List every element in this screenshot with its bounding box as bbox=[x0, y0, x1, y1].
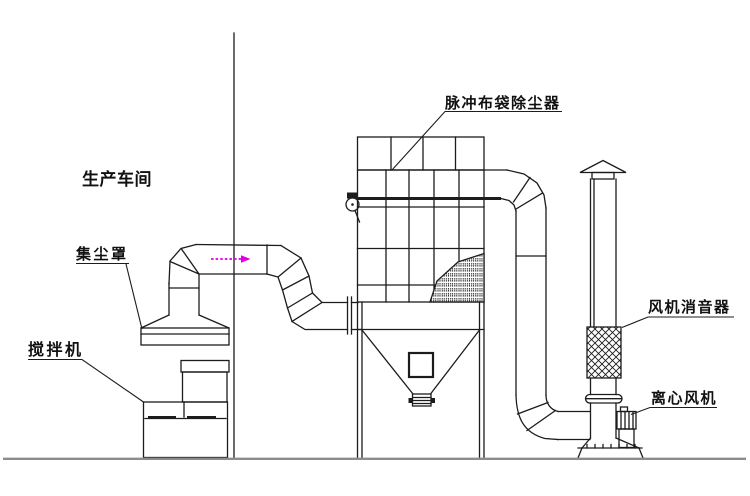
mixer-label: 搅拌机 bbox=[28, 340, 84, 359]
hopper-access-door bbox=[407, 351, 435, 379]
airflow-arrow bbox=[211, 255, 251, 263]
label-leader-lines bbox=[28, 110, 734, 416]
outlet-duct-drawing bbox=[483, 169, 591, 441]
stack-drawing bbox=[577, 159, 644, 459]
centrifugal-fan bbox=[616, 406, 637, 449]
pulse-valve bbox=[345, 192, 361, 223]
fan-base bbox=[577, 437, 644, 459]
rain-cap bbox=[579, 159, 627, 174]
duct-workshop-to-collector bbox=[195, 243, 362, 335]
hood-drawing bbox=[140, 243, 230, 346]
silencer-label: 风机消音器 bbox=[648, 298, 731, 316]
hood-label: 集尘罩 bbox=[76, 245, 129, 263]
dust-collector-drawing bbox=[345, 136, 501, 459]
fan-silencer bbox=[586, 326, 622, 379]
stack-flange bbox=[584, 393, 623, 404]
dust-collector-label: 脉冲布袋除尘器 bbox=[445, 94, 561, 112]
mixer-drawing bbox=[142, 359, 230, 459]
workshop-label: 生产车间 bbox=[82, 170, 152, 190]
discharge-valve bbox=[408, 393, 435, 407]
fan-label: 离心风机 bbox=[651, 389, 718, 407]
